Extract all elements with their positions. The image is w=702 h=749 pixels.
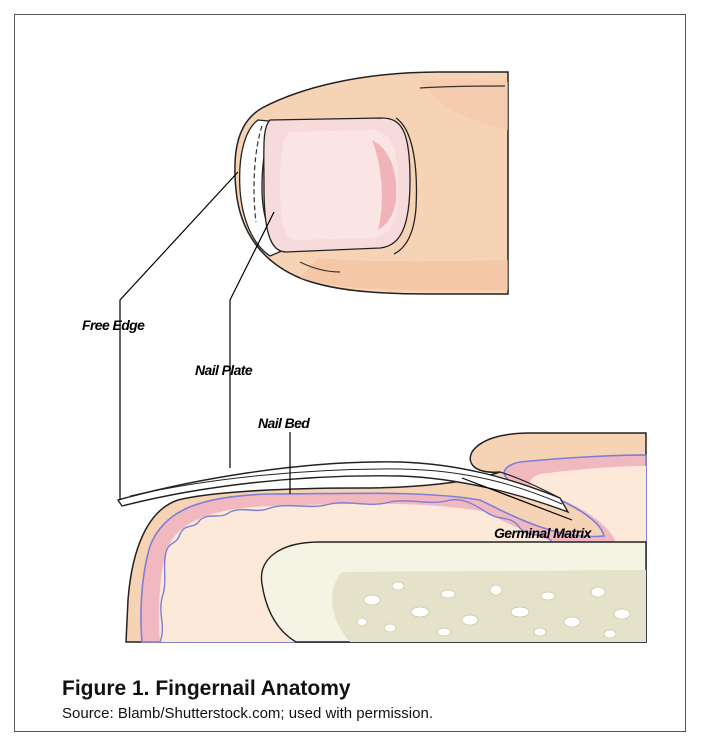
free-edge-label: Free Edge	[82, 317, 145, 333]
free-edge-leader	[120, 172, 238, 500]
figure-caption: Figure 1. Fingernail Anatomy Source: Bla…	[62, 677, 433, 722]
germinal-matrix-label: Germinal Matrix	[494, 525, 593, 541]
caption-source: Source: Blamb/Shutterstock.com; used wit…	[62, 705, 433, 722]
fingertip-illustration	[235, 72, 508, 294]
caption-title: Figure 1. Fingernail Anatomy	[62, 677, 433, 701]
nail-plate-label: Nail Plate	[195, 362, 253, 378]
nail-bed-label: Nail Bed	[258, 415, 310, 431]
